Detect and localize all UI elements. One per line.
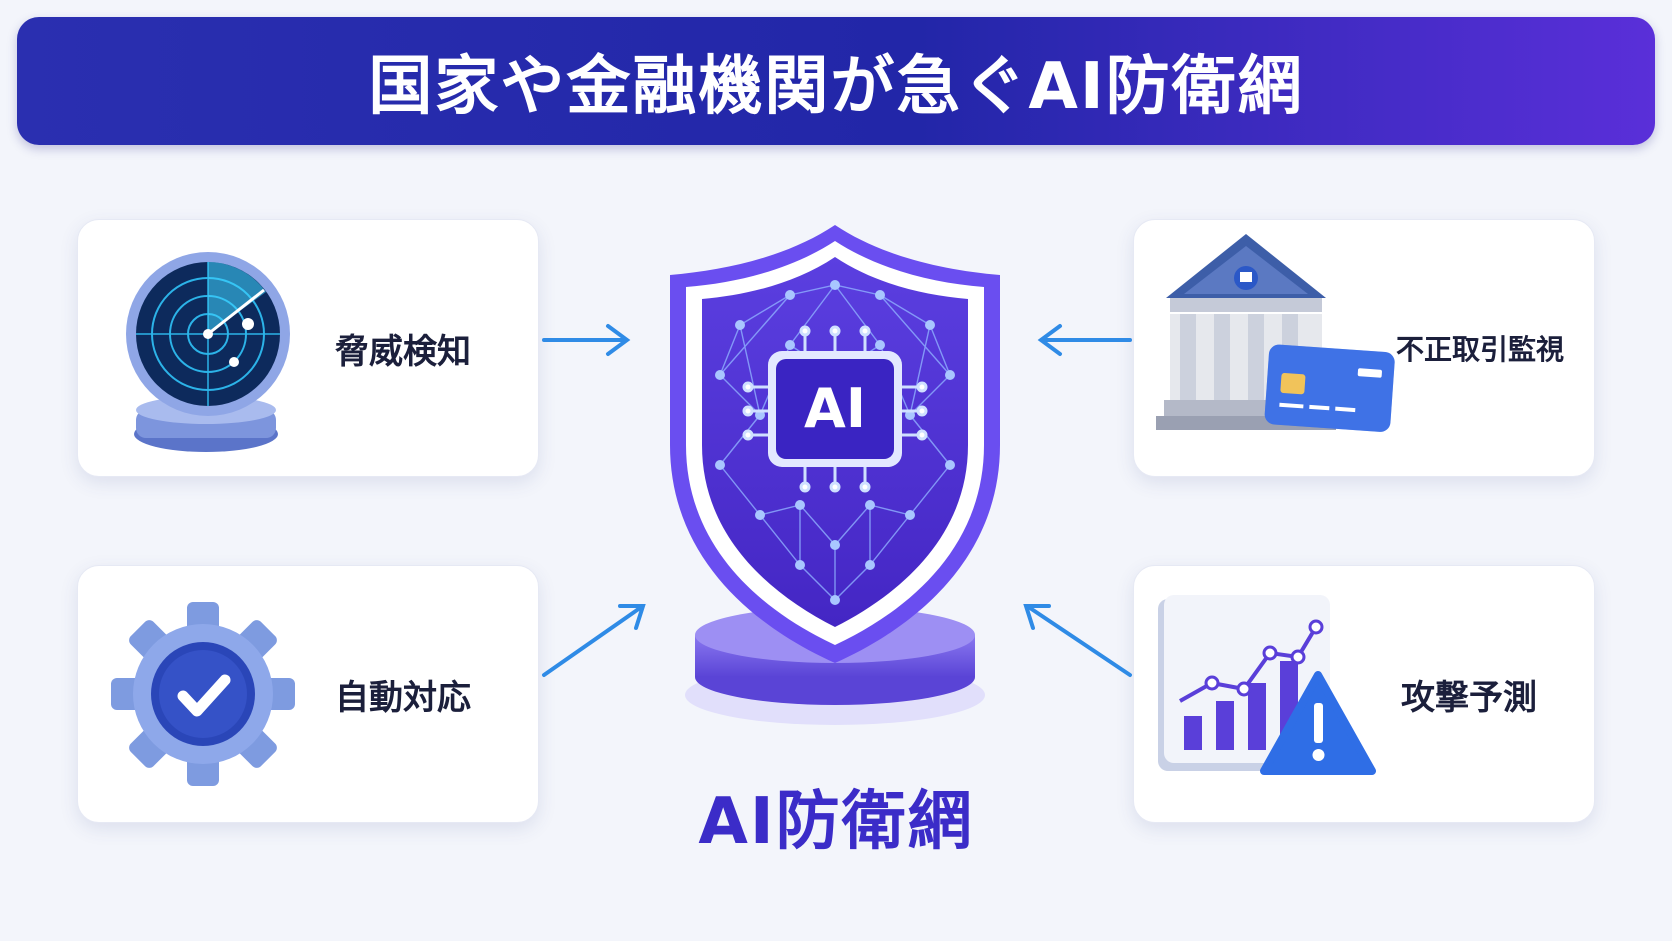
gear-check-icon — [111, 602, 295, 786]
card-auto-response: 自動対応 — [77, 565, 539, 823]
arrow-auto-response — [542, 604, 646, 677]
radar-icon — [126, 252, 290, 452]
card-attack-prediction: 攻撃予測 — [1133, 565, 1595, 823]
arrow-threat-detection — [542, 324, 631, 356]
ai-shield: AI — [640, 215, 1030, 735]
chart-warning-icon — [1158, 595, 1376, 775]
title-banner: 国家や金融機関が急ぐAI防衛網 — [17, 17, 1655, 145]
center-label: AI防衛網 — [698, 785, 974, 859]
card-threat-detection: 脅威検知 — [77, 219, 539, 477]
arrow-attack-prediction — [1023, 604, 1132, 677]
card-label-fraud-monitoring: 不正取引監視 — [1396, 333, 1565, 366]
chip-label: AI — [804, 377, 866, 440]
card-fraud-monitoring: 不正取引監視 — [1133, 219, 1595, 477]
arrow-fraud-monitoring — [1037, 324, 1132, 356]
shield-graphic: AI — [670, 225, 1000, 725]
card-label-auto-response: 自動対応 — [335, 678, 471, 718]
card-label-threat-detection: 脅威検知 — [335, 332, 471, 372]
bank-card-icon — [1156, 234, 1395, 432]
card-label-attack-prediction: 攻撃予測 — [1401, 678, 1537, 718]
page-title: 国家や金融機関が急ぐAI防衛網 — [368, 50, 1304, 124]
